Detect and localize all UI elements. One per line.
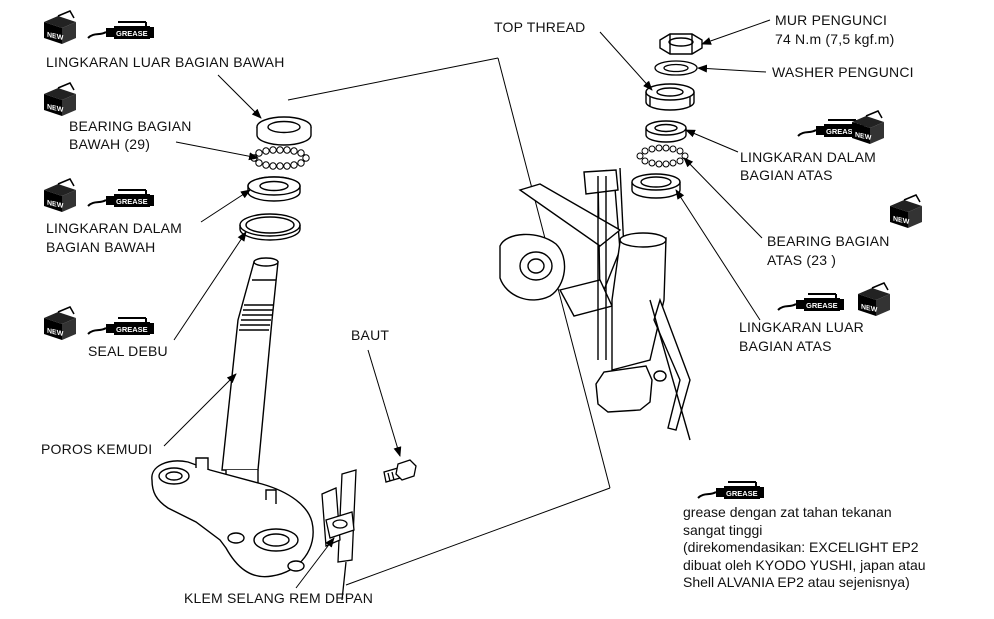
new-part-icon-text: NEW [47,32,64,42]
label-bolt: BAUT [351,327,390,343]
grease-icon-text: GREASE [826,127,858,136]
new-part-icon: NEW [858,282,890,316]
label-lock-nut-torque: 74 N.m (7,5 kgf.m) [775,31,895,47]
label-lock-nut-line1: MUR PENGUNCI [775,12,888,28]
upper-bearing [636,144,689,168]
brake-hose-clamp [321,469,357,601]
grease-icon-text: GREASE [116,325,148,334]
label-upper-outer-race-line1: LINGKARAN LUAR [739,319,864,335]
label-lower-inner-race-line2: BAGIAN BAWAH [46,239,156,255]
new-part-icon: NEW [852,110,884,144]
grease-note-line: (direkomendasikan: EXCELIGHT EP2 [683,539,919,555]
grease-icon-text: GREASE [726,489,758,498]
grease-icon: GREASE [87,21,154,39]
grease-icon-text: GREASE [806,301,838,310]
dust-seal [239,213,301,241]
label-upper-bearing-line2: ATAS (23 ) [767,252,837,268]
label-steering-stem: POROS KEMUDI [41,441,153,457]
label-top-thread: TOP THREAD [494,19,586,35]
grease-icon: GREASE [777,293,844,311]
grease-note-line: sangat tinggi [683,521,763,538]
new-part-icon: NEW [44,178,76,212]
grease-note: grease dengan zat tahan tekanan sangat t… [683,504,973,592]
label-upper-bearing-line1: BEARING BAGIAN [767,233,890,249]
lower-bearing [250,146,310,170]
grease-note-line: Shell ALVANIA EP2 atau sejenisnya) [683,574,910,590]
new-part-icon-text: NEW [855,132,872,142]
new-part-icon: NEW [44,82,76,116]
grease-icon: GREASE [697,481,764,499]
lower-inner-race [247,176,301,202]
grease-icon: GREASE [87,189,154,207]
frame-head-pipe [499,167,691,441]
leader-lines [163,19,771,589]
new-part-icon-text: NEW [47,328,64,338]
grease-icon: GREASE [797,119,864,137]
new-part-icon: NEW [890,194,922,228]
label-brake-hose-clamp: KLEM SELANG REM DEPAN [184,590,374,606]
new-part-icon-text: NEW [47,104,64,114]
new-part-icon: NEW [44,10,76,44]
new-part-icon-text: NEW [861,304,878,314]
top-thread [645,83,695,111]
lock-nut [659,33,703,55]
upper-outer-race [631,173,681,199]
grease-icon-text: GREASE [116,197,148,206]
label-dust-seal: SEAL DEBU [88,343,168,359]
grease-icon-text: GREASE [116,29,148,38]
new-part-icon-text: NEW [893,216,910,226]
lock-washer [654,60,698,76]
label-lower-outer-race: LINGKARAN LUAR BAGIAN BAWAH [46,54,285,70]
steering-stem [221,257,279,491]
grease-note-line: grease dengan zat tahan tekanan [683,504,892,520]
bottom-bridge [151,457,314,578]
upper-inner-race [645,120,687,143]
label-lower-bearing-line1: BEARING BAGIAN [69,118,192,134]
label-upper-outer-race-line2: BAGIAN ATAS [739,338,832,354]
new-part-icon: NEW [44,306,76,340]
new-part-icon-text: NEW [47,200,64,210]
label-lower-inner-race-line1: LINGKARAN DALAM [46,220,183,236]
label-lower-bearing-line2: BAWAH (29) [69,136,151,152]
label-upper-inner-race-line2: BAGIAN ATAS [740,167,833,183]
grease-icon: GREASE [87,317,154,335]
bolt [383,459,417,483]
label-lock-washer: WASHER PENGUNCI [772,64,914,80]
lower-outer-race [256,116,312,146]
label-upper-inner-race-line1: LINGKARAN DALAM [740,149,877,165]
grease-note-line: dibuat oleh KYODO YUSHI, japan atau [683,556,926,573]
